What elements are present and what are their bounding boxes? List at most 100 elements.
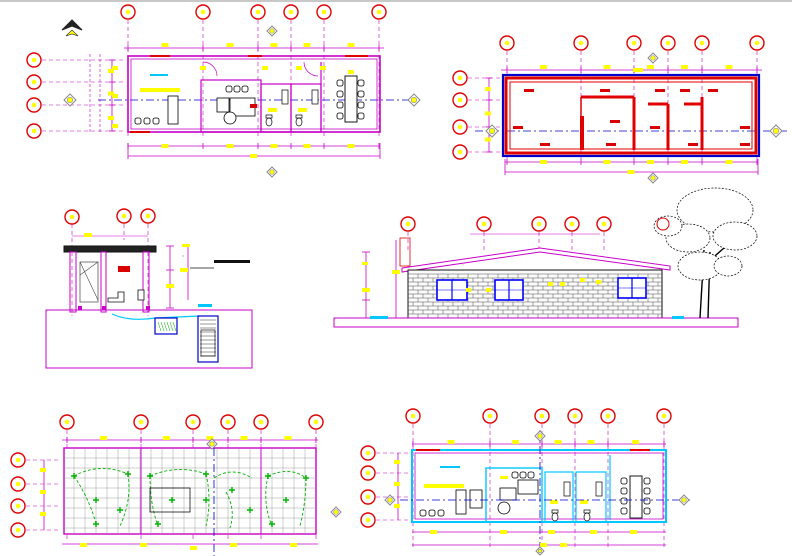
dimension-tag [84, 233, 92, 237]
dimension-tag [632, 440, 639, 444]
chair-icon [643, 497, 651, 505]
chair-icon [357, 101, 365, 109]
toilet-icon [551, 512, 559, 522]
room-label-tag [524, 89, 534, 92]
chair-icon [225, 85, 233, 93]
grid-bubble-dot [69, 214, 75, 220]
dimension-tag [40, 468, 46, 472]
tree-canopy [676, 187, 754, 233]
grid-bubble-dot [665, 40, 671, 46]
chair-icon [519, 471, 527, 479]
dimension-tag [112, 124, 118, 128]
grid-bubble-dot [258, 419, 264, 425]
section-marker-dot [269, 169, 275, 175]
grid-bubble-dot [138, 419, 144, 425]
line [172, 321, 177, 332]
line [160, 321, 165, 332]
grid-bubble-dot [504, 40, 510, 46]
line [169, 321, 174, 332]
grid-bubble-dot [410, 413, 416, 419]
section-marker-dot [681, 497, 687, 503]
chair-icon [336, 90, 344, 98]
light-fixture-icon [283, 497, 289, 503]
chair-icon [620, 507, 628, 515]
dimension-tag [500, 530, 507, 534]
light-fixture-icon [229, 487, 235, 493]
dimension-tag [627, 170, 635, 174]
dimension-tag [540, 160, 547, 164]
door-swing [303, 61, 319, 77]
dimension-tag [392, 270, 400, 274]
exterior-wall-inner [130, 58, 378, 130]
grid-bubble-dot [145, 213, 151, 219]
roof-slab [63, 245, 157, 253]
water-mark [672, 316, 684, 319]
grid-bubble-dot [31, 102, 37, 108]
room-label-tag [708, 89, 718, 92]
section-view [45, 208, 253, 369]
grid-bubble-dot [376, 9, 382, 15]
chair-icon [428, 509, 436, 517]
furniture-plan [360, 408, 690, 556]
dimension-tag [580, 278, 585, 282]
dimension-tag [596, 280, 601, 284]
grid-bubble-dot [457, 149, 463, 155]
dimension-tag [298, 108, 307, 112]
dimension-tag [554, 440, 562, 444]
sofa [167, 95, 179, 125]
room-label-tag [610, 120, 620, 123]
dining-table [344, 75, 358, 123]
dimension-tag [486, 288, 491, 292]
dining-table [629, 475, 643, 519]
dimension-tag [347, 43, 355, 47]
chair-icon [620, 477, 628, 485]
cyan-mark [440, 466, 460, 468]
dimension-tag [630, 530, 637, 534]
grid-bubble-dot [605, 413, 611, 419]
dimension-tag [362, 262, 368, 265]
dimension-tag [108, 91, 114, 96]
dimension-tag [587, 440, 595, 444]
dimension-tag [226, 43, 234, 47]
dimension-tag [166, 284, 174, 288]
lighting-circuit [73, 475, 97, 525]
room-label-tag [600, 89, 610, 92]
frame-border [0, 0, 792, 2]
cyan-mark [150, 74, 168, 76]
dimension-tag [725, 160, 733, 164]
dimension-tag [268, 108, 277, 112]
dimension-tag [394, 460, 400, 464]
grid-bubble-dot [569, 221, 575, 227]
dimension-tag [108, 116, 114, 120]
room-label-tag [250, 104, 257, 108]
light-fixture-icon [303, 475, 309, 481]
dimension-tag [290, 543, 297, 547]
shower [563, 481, 571, 497]
washbasin [137, 289, 145, 301]
shower [281, 89, 289, 105]
dimension-tag [540, 543, 547, 547]
chair-icon [620, 497, 628, 505]
grid-bubble-dot [365, 450, 371, 456]
grid-bubble-dot [457, 97, 463, 103]
dimension-tag [485, 137, 491, 142]
bathroom-2 [575, 471, 607, 523]
light-fixture-icon [93, 497, 99, 503]
toilet-icon [265, 117, 273, 127]
lighting-circuit [119, 473, 130, 527]
grid-bubble-dot [578, 40, 584, 46]
dimension-tag [320, 66, 326, 70]
chair-icon [336, 79, 344, 87]
toilet-tank [295, 114, 303, 119]
armchair [469, 489, 483, 509]
room-label-tag [118, 266, 130, 272]
light-fixture-icon [147, 473, 153, 479]
room-label-tag [680, 89, 690, 92]
lighting-circuit [149, 469, 207, 477]
light-fixture-icon [169, 497, 175, 503]
chair-icon [643, 487, 651, 495]
grid-bubble [656, 217, 670, 231]
dimension-tag [512, 440, 519, 444]
ceiling-plan [10, 414, 342, 556]
